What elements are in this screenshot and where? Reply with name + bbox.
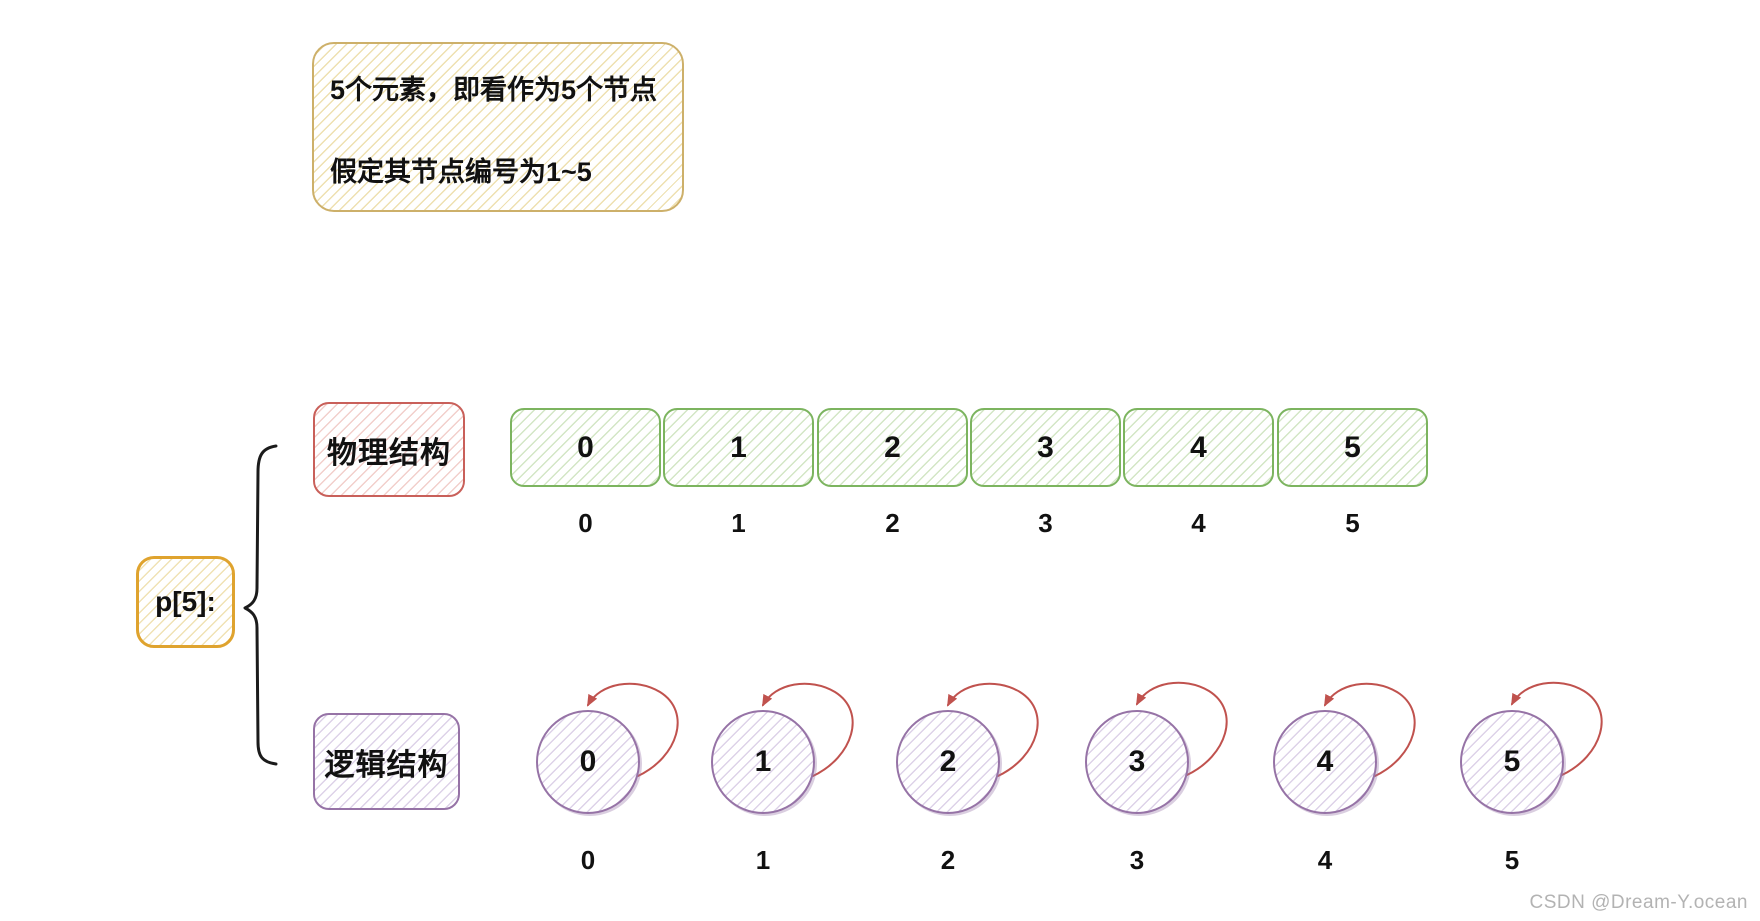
array-cell-3: 3 xyxy=(970,408,1121,487)
node-circle-0: 0 xyxy=(536,710,640,814)
note-line-2: 假定其节点编号为1~5 xyxy=(330,157,592,187)
array-index-5: 5 xyxy=(1345,507,1360,538)
node-circle-3: 3 xyxy=(1085,710,1189,814)
node-circle-2: 2 xyxy=(896,710,1000,814)
node-circle-1: 1 xyxy=(711,710,815,814)
node-circle-5: 5 xyxy=(1460,710,1564,814)
cell-value: 1 xyxy=(730,430,747,464)
cell-value: 5 xyxy=(1344,430,1361,464)
pointer-label-box: p[5]: xyxy=(136,556,235,648)
cell-value: 2 xyxy=(884,430,901,464)
node-index-2: 2 xyxy=(940,844,956,875)
node-circle-4: 4 xyxy=(1273,710,1377,814)
node-index-3: 3 xyxy=(1129,844,1145,875)
node-value: 4 xyxy=(1316,745,1334,778)
note-box: 5个元素，即看作为5个节点 假定其节点编号为1~5 xyxy=(312,42,684,212)
node-value: 1 xyxy=(754,745,772,778)
array-cell-4: 4 xyxy=(1123,408,1274,487)
pointer-label: p[5]: xyxy=(155,586,216,617)
node-value: 0 xyxy=(579,745,597,778)
node-value: 2 xyxy=(939,745,957,778)
node-value: 5 xyxy=(1503,745,1521,778)
physical-structure-text: 物理结构 xyxy=(327,436,451,470)
array-index-0: 0 xyxy=(578,507,593,538)
array-cell-0: 0 xyxy=(510,408,661,487)
physical-structure-label: 物理结构 xyxy=(313,402,465,497)
array-index-1: 1 xyxy=(731,507,746,538)
cell-value: 3 xyxy=(1037,430,1054,464)
node-index-5: 5 xyxy=(1504,844,1520,875)
note-line-1: 5个元素，即看作为5个节点 xyxy=(330,75,658,105)
cell-value: 0 xyxy=(577,430,594,464)
array-cell-1: 1 xyxy=(663,408,814,487)
node-index-4: 4 xyxy=(1317,844,1333,875)
array-cell-5: 5 xyxy=(1277,408,1428,487)
logical-structure-label: 逻辑结构 xyxy=(313,713,460,810)
node-value: 3 xyxy=(1128,745,1146,778)
array-index-3: 3 xyxy=(1038,507,1053,538)
watermark: CSDN @Dream-Y.ocean xyxy=(1529,892,1748,913)
node-index-0: 0 xyxy=(580,844,596,875)
cell-value: 4 xyxy=(1190,430,1207,464)
array-cell-2: 2 xyxy=(817,408,968,487)
node-index-1: 1 xyxy=(755,844,771,875)
array-index-2: 2 xyxy=(885,507,900,538)
array-index-4: 4 xyxy=(1191,507,1206,538)
logical-structure-text: 逻辑结构 xyxy=(324,748,449,782)
curly-brace xyxy=(243,444,278,766)
